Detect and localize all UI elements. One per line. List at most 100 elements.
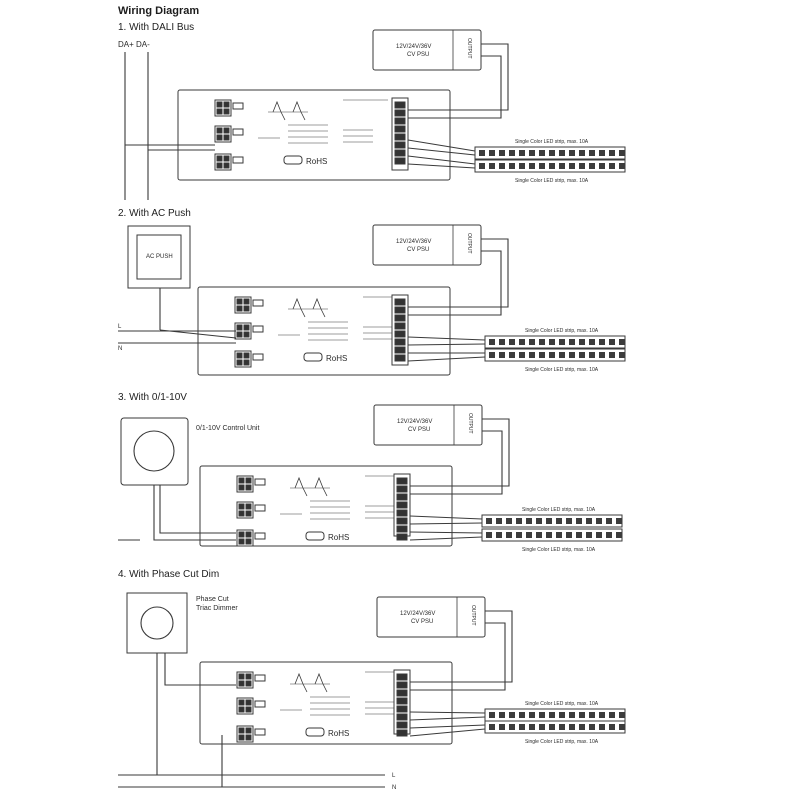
strip-wire — [409, 522, 483, 525]
led-chip — [539, 712, 545, 718]
output-terminal-screw — [396, 729, 408, 737]
strip-wire — [409, 531, 483, 534]
led-chip — [579, 163, 585, 169]
psu-box — [373, 404, 483, 446]
terminal-screw — [223, 127, 230, 134]
strip-wire — [409, 536, 483, 541]
output-terminal-screw — [396, 485, 408, 493]
terminal-tag — [254, 532, 266, 540]
led-chip — [559, 352, 565, 358]
led-chip — [529, 724, 535, 730]
terminal-tag — [232, 156, 244, 164]
output-terminal-screw — [396, 477, 408, 485]
led-chip — [569, 339, 575, 345]
led-chip — [589, 712, 595, 718]
led-chip — [526, 518, 532, 524]
led-chip — [519, 352, 525, 358]
led-chip — [546, 518, 552, 524]
waveform-icon — [292, 100, 306, 121]
psu-voltage-label: 12V/24V/36V — [396, 44, 431, 50]
psu-wire-negative — [408, 55, 502, 119]
output-terminal-screw — [394, 109, 406, 117]
control-knob — [133, 430, 175, 472]
brand-logo — [303, 352, 323, 362]
terminal-tag — [254, 728, 266, 736]
psu-wire-negative — [410, 430, 503, 495]
section-4-heading: 4. With Phase Cut Dim — [118, 569, 220, 580]
terminal-screw — [236, 359, 243, 366]
led-chip — [556, 518, 562, 524]
output-terminal-screw — [396, 681, 408, 689]
terminal-screw — [216, 162, 223, 169]
control-unit-label: 0/1-10V Control Unit — [196, 425, 259, 432]
brand-logo — [283, 155, 303, 165]
output-terminal-screw — [394, 306, 406, 314]
terminal-screw — [238, 727, 245, 734]
output-terminal-screw — [396, 705, 408, 713]
led-chip — [529, 150, 535, 156]
led-chip — [529, 339, 535, 345]
terminal-screw — [238, 673, 245, 680]
led-chip — [506, 532, 512, 538]
waveform-icon — [294, 672, 308, 693]
output-terminal-screw — [396, 697, 408, 705]
mains-l-label: L — [118, 324, 122, 330]
led-chip — [609, 712, 615, 718]
led-chip — [579, 352, 585, 358]
led-chip — [579, 724, 585, 730]
led-chip — [606, 518, 612, 524]
led-chip — [589, 724, 595, 730]
led-chip — [519, 724, 525, 730]
output-terminal-screw — [396, 501, 408, 509]
brand-logo — [305, 531, 325, 541]
led-chip — [496, 518, 502, 524]
strip-wire — [409, 711, 486, 714]
led-chip — [609, 724, 615, 730]
output-terminal-screw — [394, 322, 406, 330]
psu-voltage-label: 12V/24V/36V — [397, 419, 432, 425]
terminal-screw — [236, 352, 243, 359]
terminal-tag — [252, 325, 264, 333]
section-3-heading: 3. With 0/1-10V — [118, 392, 187, 403]
terminal-screw — [245, 538, 252, 545]
led-chip — [619, 352, 625, 358]
led-chip — [549, 339, 555, 345]
led-chip — [529, 163, 535, 169]
strip-wire — [407, 163, 476, 169]
led-strip-label: Single Color LED strip, max. 10A — [525, 701, 599, 707]
triac-dimmer-label-2: Triac Dimmer — [196, 605, 238, 612]
led-chip — [559, 339, 565, 345]
dimmer-module — [199, 465, 453, 547]
terminal-screw — [236, 298, 243, 305]
control-unit-plate — [120, 417, 189, 486]
strip-wire — [407, 155, 476, 165]
led-chip — [509, 712, 515, 718]
led-chip — [536, 518, 542, 524]
waveform-icon — [312, 297, 326, 318]
led-chip — [589, 339, 595, 345]
terminal-screw — [238, 734, 245, 741]
psu-wire-positive — [410, 610, 513, 683]
output-terminal-screw — [396, 689, 408, 697]
led-chip — [609, 163, 615, 169]
terminal-screw — [223, 108, 230, 115]
psu-wire-negative — [408, 250, 502, 316]
output-terminal-screw — [394, 149, 406, 157]
led-chip — [579, 339, 585, 345]
strip-wire — [407, 343, 486, 346]
led-chip — [619, 712, 625, 718]
terminal-screw — [238, 699, 245, 706]
led-chip — [496, 532, 502, 538]
terminal-screw — [243, 359, 250, 366]
led-chip — [499, 712, 505, 718]
output-terminal-screw — [396, 517, 408, 525]
led-chip — [586, 532, 592, 538]
led-strip-label: Single Color LED strip, max. 10A — [522, 507, 596, 513]
control-wire-b — [159, 485, 236, 534]
mains-n-label: N — [392, 785, 396, 791]
psu-output-label: OUTPUT — [466, 38, 472, 59]
output-terminal-screw — [394, 338, 406, 346]
